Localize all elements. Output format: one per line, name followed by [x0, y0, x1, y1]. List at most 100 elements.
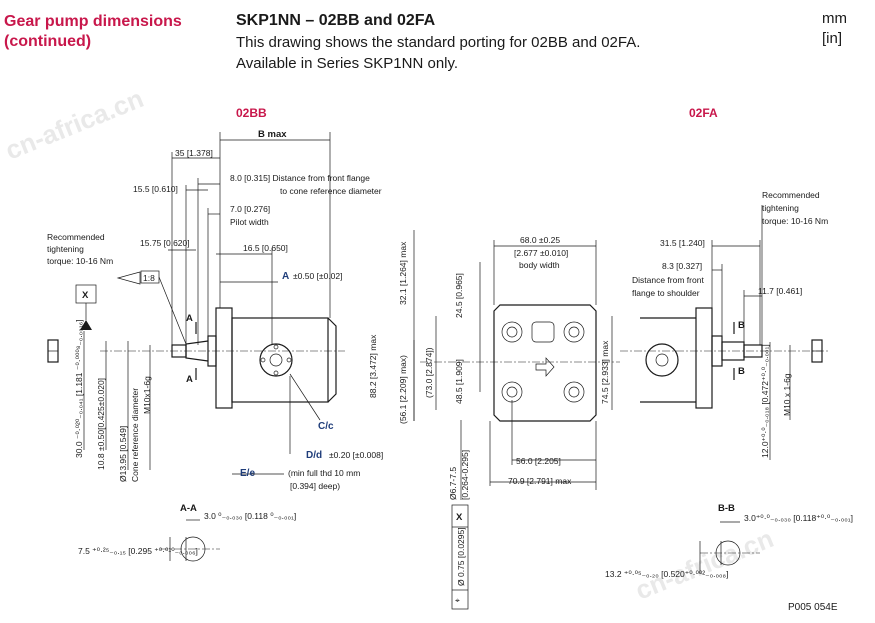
port-bolt-hole	[273, 370, 279, 376]
rear-cover	[327, 317, 337, 403]
front-view	[413, 230, 620, 610]
label-section-b-b: B-B	[718, 503, 735, 514]
label-56: 56.0 [2.205]	[516, 456, 561, 466]
label-56-1: (56.1 [2.209] max)	[398, 355, 408, 424]
bolt-boss	[501, 381, 523, 403]
page-code: P005 054E	[788, 602, 838, 613]
label-torque-line2: tightening	[47, 244, 84, 254]
label-48-5: 48.5 [1.909]	[454, 359, 464, 404]
label-bb-13: 13.2 ⁺⁰·⁰⁵₋₀.₂₀ [0.520⁺⁰·⁰⁰²₋₀.₀₀₈]	[605, 569, 728, 579]
label-e: E/e	[240, 468, 255, 479]
fa-front-flange	[695, 307, 713, 409]
label-15-5: 15.5 [0.610]	[133, 184, 178, 194]
front-flange	[215, 307, 233, 409]
label-shoulder-line2: flange to shoulder	[632, 288, 700, 298]
bolt-boss	[501, 321, 523, 343]
section-heading: Gear pump dimensions (continued)	[4, 12, 182, 52]
label-tolerance-x: X	[456, 512, 463, 523]
label-30: 30.0 ⁻⁰·⁰²⁰₋₀.₀₄₁ [1.181 ⁻⁰·⁰⁰⁰⁸₋₀.₀₀₁₆]	[74, 320, 84, 459]
label-24-5: 24.5 [0.965]	[454, 273, 464, 318]
label-datum-x: X	[82, 290, 89, 301]
label-35: 35 [1.378]	[175, 148, 213, 158]
unit-in: [in]	[822, 30, 843, 47]
label-13-95: Ø13.95 [0.549]	[118, 426, 128, 482]
label-73: (73.0 [2.874])	[424, 347, 434, 398]
label-fa-torque-line3: torque: 10-16 Nm	[762, 216, 828, 226]
label-fa-torque-line2: tightening	[762, 203, 799, 213]
label-shoulder-line1: Distance from front	[632, 275, 704, 285]
label-m10: M10x1-6g	[142, 376, 152, 414]
label-8-3: 8.3 [0.327]	[662, 261, 702, 271]
label-a: A	[282, 271, 289, 282]
bolt-hole	[506, 386, 518, 398]
label-a-tol: ±0.50 [±0.02]	[293, 271, 343, 281]
label-torque-line1: Recommended	[47, 232, 105, 242]
label-15-75: 15.75 [0.620]	[140, 238, 190, 248]
label-b-max: B max	[258, 129, 287, 140]
fa-port-bore	[655, 353, 669, 367]
label-32-1: 32.1 [1.264] max	[398, 241, 408, 305]
label-31-5: 31.5 [1.240]	[660, 238, 705, 248]
label-12: 12.0⁺⁰·⁰₋₀.₀₁₈ [0.472⁺⁰·⁰₋₀.₀₀₁]	[760, 344, 770, 458]
watermark-right: cn-africa.cn	[631, 523, 778, 605]
label-7: 7.0 [0.276]	[230, 204, 270, 214]
label-aa-7: 7.5 ⁺⁰·²⁵₋₀.₁₅ [0.295 ⁺⁰·⁰¹⁰₋₀.₀₀₆]	[78, 546, 198, 556]
port-bolt-hole	[286, 357, 292, 363]
label-hole-in: [0.264-0.295]	[460, 450, 470, 500]
label-section-b-bottom: B	[738, 366, 745, 377]
section-heading-line2: (continued)	[4, 33, 92, 50]
label-11-7: 11.7 [0.461]	[758, 286, 802, 296]
label-16-5: 16.5 [0.650]	[243, 243, 288, 253]
bolt-boss	[563, 381, 585, 403]
label-10-8: 10.8 ±0.50[0.425±0.020]	[96, 378, 106, 470]
side-view-02fa	[620, 205, 830, 460]
label-body-width: body width	[519, 260, 560, 270]
label-88-2: 88.2 [3.472] max	[368, 334, 378, 398]
label-cone-ref: Cone reference diameter	[130, 388, 140, 482]
side-view-02bb	[47, 132, 345, 475]
pump-body	[231, 317, 329, 403]
page-title: SKP1NN – 02BB and 02FA	[236, 12, 436, 29]
fa-port-circle	[645, 343, 679, 377]
leader-c	[289, 373, 321, 421]
label-bb-3: 3.0⁺⁰·⁰₋₀.₀₃₀ [0.118⁺⁰·⁰₋₀.₀₀₁]	[744, 513, 853, 523]
label-8: 8.0 [0.315] Distance from front flange	[230, 173, 370, 183]
section-b-b	[699, 521, 760, 574]
section-a-a	[160, 519, 220, 562]
label-section-a-bottom: A	[186, 374, 193, 385]
port-bolt-hole	[260, 357, 266, 363]
bolt-hole	[568, 386, 580, 398]
direction-arrow-icon	[535, 357, 555, 377]
label-d: D/d	[306, 450, 322, 461]
label-aa-3: 3.0 ⁰₋₀.₀₃₀ [0.118 ⁰₋₀.₀₀₁]	[204, 511, 296, 521]
label-taper: 1:8	[143, 273, 155, 283]
label-section-a-top: A	[186, 313, 193, 324]
description-line1: This drawing shows the standard porting …	[236, 34, 641, 51]
label-thread-line2: [0.394] deep)	[290, 481, 340, 491]
watermark-left: cn-africa.cn	[1, 83, 148, 165]
label-c: C/c	[318, 421, 334, 432]
section-heading-line1: Gear pump dimensions	[4, 13, 182, 30]
label-section-a-a: A-A	[180, 503, 197, 514]
label-d-tol: ±0.20 [±0.008]	[329, 450, 383, 460]
port-bore	[269, 353, 283, 367]
label-torque-line3: torque: 10-16 Nm	[47, 256, 113, 266]
label-70-9: 70.9 [2.791] max	[508, 476, 572, 486]
port-bolt-hole	[273, 344, 279, 350]
unit-mm: mm	[822, 10, 847, 27]
label-section-b-top: B	[738, 320, 745, 331]
label-pilot-width: Pilot width	[230, 217, 269, 227]
label-8-line2: to cone reference diameter	[280, 186, 382, 196]
label-fa-m10: M10 x 1-6g	[782, 373, 792, 416]
taper-symbol	[116, 271, 141, 285]
bolt-hole	[568, 326, 580, 338]
front-body	[493, 304, 597, 422]
port-circle	[259, 343, 293, 377]
fa-body-cut	[640, 317, 696, 403]
label-fa-torque-line1: Recommended	[762, 190, 820, 200]
tolerance-frame	[451, 504, 469, 610]
label-68-in: [2.677 ±0.010]	[514, 248, 568, 258]
view-title-02fa: 02FA	[689, 106, 718, 120]
logo-plate	[531, 321, 555, 343]
